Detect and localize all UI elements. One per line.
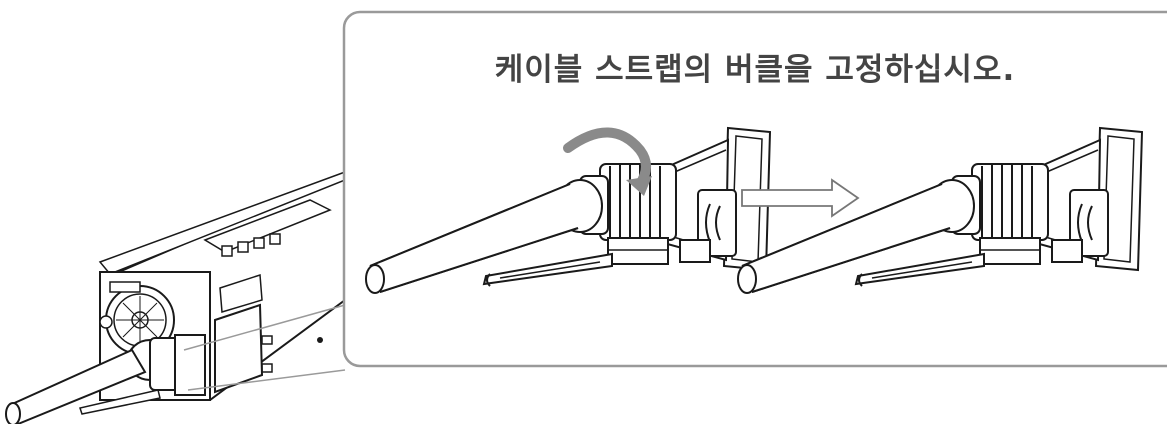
zoom-leader-bottom: [187, 369, 346, 391]
right-arrow-icon: [741, 178, 860, 218]
instruction-caption: 케이블 스트랩의 버클을 고정하십시오.: [494, 52, 1016, 88]
zoom-leader-top: [183, 304, 346, 351]
psu-module: [5, 170, 346, 426]
rotate-arrow-icon: [563, 127, 652, 196]
